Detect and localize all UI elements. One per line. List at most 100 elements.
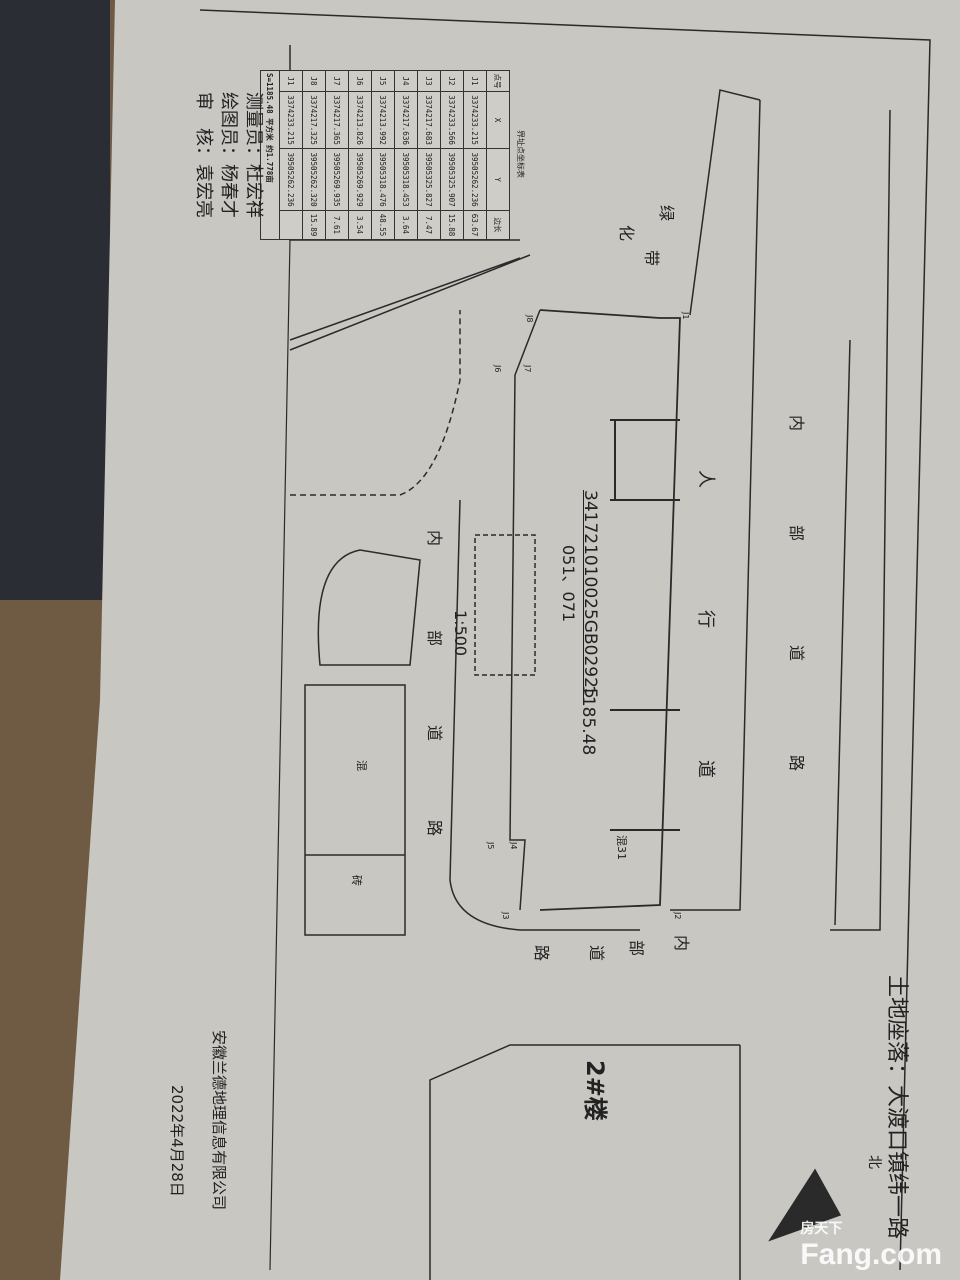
watermark-en: Fang.com bbox=[800, 1238, 942, 1271]
point-j2: J2 bbox=[673, 912, 682, 920]
watermark-cn: 房天下 bbox=[800, 1220, 843, 1236]
header-y: Y bbox=[486, 148, 510, 211]
north-arrow bbox=[768, 1168, 842, 1242]
coord-table-title: 界址点坐标表 bbox=[516, 130, 525, 178]
table-cell: 39505318.476 bbox=[371, 148, 395, 211]
mix-label: 混 bbox=[355, 760, 368, 771]
table-cell: J3 bbox=[417, 70, 441, 92]
table-cell: 39505262.236 bbox=[279, 148, 303, 211]
surveyor: 测量员：杜宏祥 bbox=[243, 92, 264, 218]
point-j3: J3 bbox=[501, 912, 510, 920]
table-cell: J4 bbox=[394, 70, 418, 92]
table-cell: 39505262.236 bbox=[463, 148, 487, 211]
green-belt-1: 绿 bbox=[657, 205, 676, 222]
table-cell: 3374233.215 bbox=[463, 91, 487, 149]
road-top-3: 道 bbox=[787, 645, 806, 662]
table-cell: 3.54 bbox=[348, 210, 372, 240]
background-fabric bbox=[0, 0, 110, 600]
road-inner-2: 部 bbox=[425, 630, 444, 647]
table-cell: 39505325.827 bbox=[417, 148, 441, 211]
location-label: 土地座落：大渡口镇纬一路 bbox=[884, 975, 909, 1240]
road-top-2: 部 bbox=[787, 525, 806, 542]
road-edge bbox=[830, 109, 891, 931]
table-cell: 3374233.215 bbox=[279, 91, 303, 149]
scale-label: 1:500 bbox=[451, 610, 470, 657]
table-cell: 3374217.325 bbox=[302, 91, 326, 149]
road-right-4: 路 bbox=[532, 945, 551, 962]
table-cell: 3374233.566 bbox=[440, 91, 464, 149]
table-header: 点号 X Y 边长 bbox=[486, 70, 510, 240]
table-cell: 3374217.683 bbox=[417, 91, 441, 149]
company-name: 安徽兰德地理信息有限公司 bbox=[210, 1030, 228, 1211]
table-cell: 39505318.453 bbox=[394, 148, 418, 211]
table-cell: 39505269.935 bbox=[325, 148, 349, 211]
road-right-1: 内 bbox=[672, 935, 691, 952]
survey-document bbox=[60, 0, 960, 1280]
green-belt-2: 化 bbox=[617, 225, 636, 242]
point-j1: J1 bbox=[681, 312, 690, 320]
table-cell: 3.64 bbox=[394, 210, 418, 240]
table-cell: 63.67 bbox=[463, 210, 487, 240]
road-top-4: 路 bbox=[787, 755, 806, 772]
drafter: 绘图员：杨春才 bbox=[218, 92, 239, 218]
north-label: 北 bbox=[866, 1155, 882, 1169]
parcel-code: 341721010025GB02925 bbox=[580, 490, 600, 699]
table-cell: J1 bbox=[463, 70, 487, 92]
table-cell: 39505325.907 bbox=[440, 148, 464, 211]
table-cell: 3374217.636 bbox=[394, 91, 418, 149]
table-cell: J5 bbox=[371, 70, 395, 92]
parcel-subcode: 051、071 bbox=[559, 545, 578, 623]
parcel-area: 1185.48 bbox=[578, 685, 598, 756]
point-j6: J6 bbox=[493, 365, 502, 373]
road-inner-4: 路 bbox=[425, 820, 444, 837]
road-right-3: 道 bbox=[587, 945, 606, 962]
map-frame bbox=[199, 9, 931, 1271]
table-cell bbox=[279, 210, 303, 240]
header-point: 点号 bbox=[486, 70, 510, 92]
table-cell: J8 bbox=[302, 70, 326, 92]
table-cell: 7.47 bbox=[417, 210, 441, 240]
parcel-boundary bbox=[539, 309, 681, 911]
table-cell: J1 bbox=[279, 70, 303, 92]
table-cell: 7.61 bbox=[325, 210, 349, 240]
point-j8: J8 bbox=[525, 315, 534, 323]
road-inner-1: 内 bbox=[425, 530, 444, 547]
point-j4: J4 bbox=[509, 842, 518, 850]
table-cell: 3374217.365 bbox=[325, 91, 349, 149]
green-belt-3: 带 bbox=[642, 250, 661, 267]
table-cell: 48.55 bbox=[371, 210, 395, 240]
point-j5: J5 bbox=[486, 842, 495, 850]
green-area bbox=[317, 549, 421, 666]
point-j7: J7 bbox=[523, 365, 532, 373]
building-mix bbox=[304, 684, 406, 936]
mix31-label: 混31 bbox=[615, 835, 628, 860]
road-inner-3: 道 bbox=[425, 725, 444, 742]
building-2-label: 2#楼 bbox=[581, 1060, 609, 1121]
table-cell: 3374213.992 bbox=[371, 91, 395, 149]
table-cell: J2 bbox=[440, 70, 464, 92]
table-cell: 3374213.826 bbox=[348, 91, 372, 149]
table-cell: 39505262.320 bbox=[302, 148, 326, 211]
table-cell: 15.89 bbox=[302, 210, 326, 240]
road-right-2: 部 bbox=[627, 940, 646, 957]
table-cell: J7 bbox=[325, 70, 349, 92]
brick-label: 砖 bbox=[350, 875, 363, 886]
road-top-1: 内 bbox=[787, 415, 806, 432]
green-belt-strip bbox=[289, 254, 531, 351]
table-cell: J6 bbox=[348, 70, 372, 92]
building-2 bbox=[429, 1044, 741, 1280]
sidewalk-3: 道 bbox=[695, 760, 716, 778]
header-length: 边长 bbox=[486, 210, 510, 240]
table-cell: 39505269.929 bbox=[348, 148, 372, 211]
